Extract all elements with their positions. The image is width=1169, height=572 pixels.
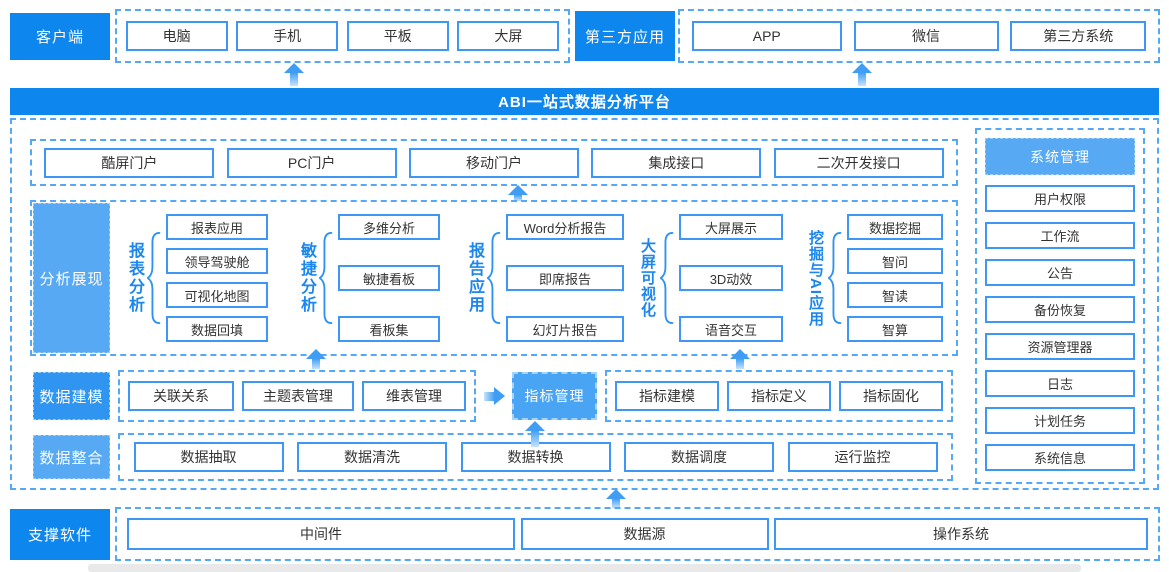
integration-container: 数据抽取 数据清洗 数据转换 数据调度 运行监控 [118,433,953,481]
support-box: 中间件 [127,518,515,550]
platform-title-banner: ABI一站式数据分析平台 [10,88,1159,115]
portal-box: PC门户 [226,147,397,178]
third-party-section-label: 第三方应用 [575,11,675,61]
system-management-items: 用户权限 工作流 公告 备份恢复 资源管理器 日志 计划任务 系统信息 [985,185,1135,471]
analysis-item-box: 报表应用 [166,214,268,240]
integration-box: 数据清洗 [297,442,447,472]
analysis-item-box: 看板集 [338,316,440,342]
analysis-item-box: 智问 [847,248,943,274]
analysis-group: 敏捷分析 多维分析 敏捷看板 看板集 [298,203,440,353]
brace-icon [660,231,674,325]
analysis-section-label: 分析展现 [33,203,110,353]
brace-icon [828,231,842,325]
arrow-up-icon [730,349,750,369]
analysis-section-container [30,200,958,356]
modeling-box: 维表管理 [362,381,466,411]
system-item-box: 日志 [985,370,1135,397]
analysis-item-box: 3D动效 [679,265,783,291]
integration-box: 数据抽取 [133,442,284,472]
portal-box: 集成接口 [591,147,762,178]
analysis-group-name: 大屏可视化 [639,238,656,318]
analysis-item-box: 数据回填 [166,316,268,342]
modeling-section-label: 数据建模 [33,372,110,420]
integration-section-label: 数据整合 [33,435,110,479]
modeling-box: 指标建模 [615,381,719,411]
system-item-box: 工作流 [985,222,1135,249]
system-item-box: 系统信息 [985,444,1135,471]
modeling-right-container: 指标建模 指标定义 指标固化 [605,370,953,422]
system-item-box: 备份恢复 [985,296,1135,323]
support-box: 操作系统 [774,518,1148,550]
analysis-item-box: 智算 [847,316,943,342]
third-party-container: APP 微信 第三方系统 [678,9,1160,63]
analysis-item-box: 领导驾驶舱 [166,248,268,274]
client-device-box: 电脑 [125,21,228,51]
portal-row-container: 酷屏门户 PC门户 移动门户 集成接口 二次开发接口 [30,139,958,186]
integration-box: 数据调度 [624,442,774,472]
analysis-group: 大屏可视化 大屏展示 3D动效 语音交互 [639,203,783,353]
analysis-item-box: 幻灯片报告 [506,316,624,342]
analysis-item-box: 多维分析 [338,214,440,240]
brace-icon [319,231,333,325]
integration-box: 数据转换 [460,442,611,472]
analysis-item-box: 即席报告 [506,265,624,291]
arrow-up-icon [525,421,545,447]
analysis-item-box: 数据挖掘 [847,214,943,240]
client-devices-container: 电脑 手机 平板 大屏 [115,9,570,63]
support-section-label: 支撑软件 [10,509,110,560]
metric-management-highlight-box: 指标管理 [512,372,597,420]
portal-box: 移动门户 [408,147,579,178]
analysis-item-box: 敏捷看板 [338,265,440,291]
analysis-group-name: 敏捷分析 [298,242,315,314]
analysis-group-name: 挖掘与AI应用 [807,229,824,327]
arrow-up-icon [306,349,326,369]
support-box: 数据源 [520,518,769,550]
analysis-item-box: 语音交互 [679,316,783,342]
analysis-item-box: 可视化地图 [166,282,268,308]
brace-icon [147,231,161,325]
analysis-item-box: 智读 [847,282,943,308]
integration-box: 运行监控 [787,442,938,472]
arrow-up-icon [606,489,626,508]
arrow-up-icon [508,185,528,201]
third-party-box: APP [691,21,842,51]
analysis-group: 挖掘与AI应用 数据挖掘 智问 智读 智算 [807,203,943,353]
brace-icon [487,231,501,325]
arrow-up-icon [284,63,304,86]
client-device-box: 平板 [346,21,449,51]
third-party-box: 第三方系统 [1010,21,1147,51]
bottom-divider [88,564,1081,572]
system-item-box: 计划任务 [985,407,1135,434]
system-management-header: 系统管理 [985,138,1135,175]
third-party-box: 微信 [853,21,999,51]
analysis-group-name: 报告应用 [466,242,483,314]
system-item-box: 公告 [985,259,1135,286]
modeling-box: 指标固化 [839,381,943,411]
portal-box: 二次开发接口 [773,147,944,178]
analysis-group: 报表分析 报表应用 领导驾驶舱 可视化地图 数据回填 [126,203,268,353]
analysis-group-name: 报表分析 [126,242,143,314]
analysis-item-box: 大屏展示 [679,214,783,240]
arrow-right-icon [484,386,507,406]
analysis-item-box: Word分析报告 [506,214,624,240]
modeling-box: 主题表管理 [242,381,354,411]
modeling-left-container: 关联关系 主题表管理 维表管理 [118,370,476,422]
modeling-box: 指标定义 [727,381,831,411]
analysis-group: 报告应用 Word分析报告 即席报告 幻灯片报告 [466,203,624,353]
client-device-box: 手机 [236,21,339,51]
modeling-box: 关联关系 [128,381,234,411]
system-item-box: 资源管理器 [985,333,1135,360]
arrow-up-icon [852,63,872,86]
system-item-box: 用户权限 [985,185,1135,212]
system-management-container [975,128,1145,484]
client-device-box: 大屏 [457,21,560,51]
portal-box: 酷屏门户 [44,147,215,178]
platform-main-container [10,118,1159,490]
support-container: 中间件 数据源 操作系统 [115,507,1160,561]
client-section-label: 客户端 [10,13,110,60]
